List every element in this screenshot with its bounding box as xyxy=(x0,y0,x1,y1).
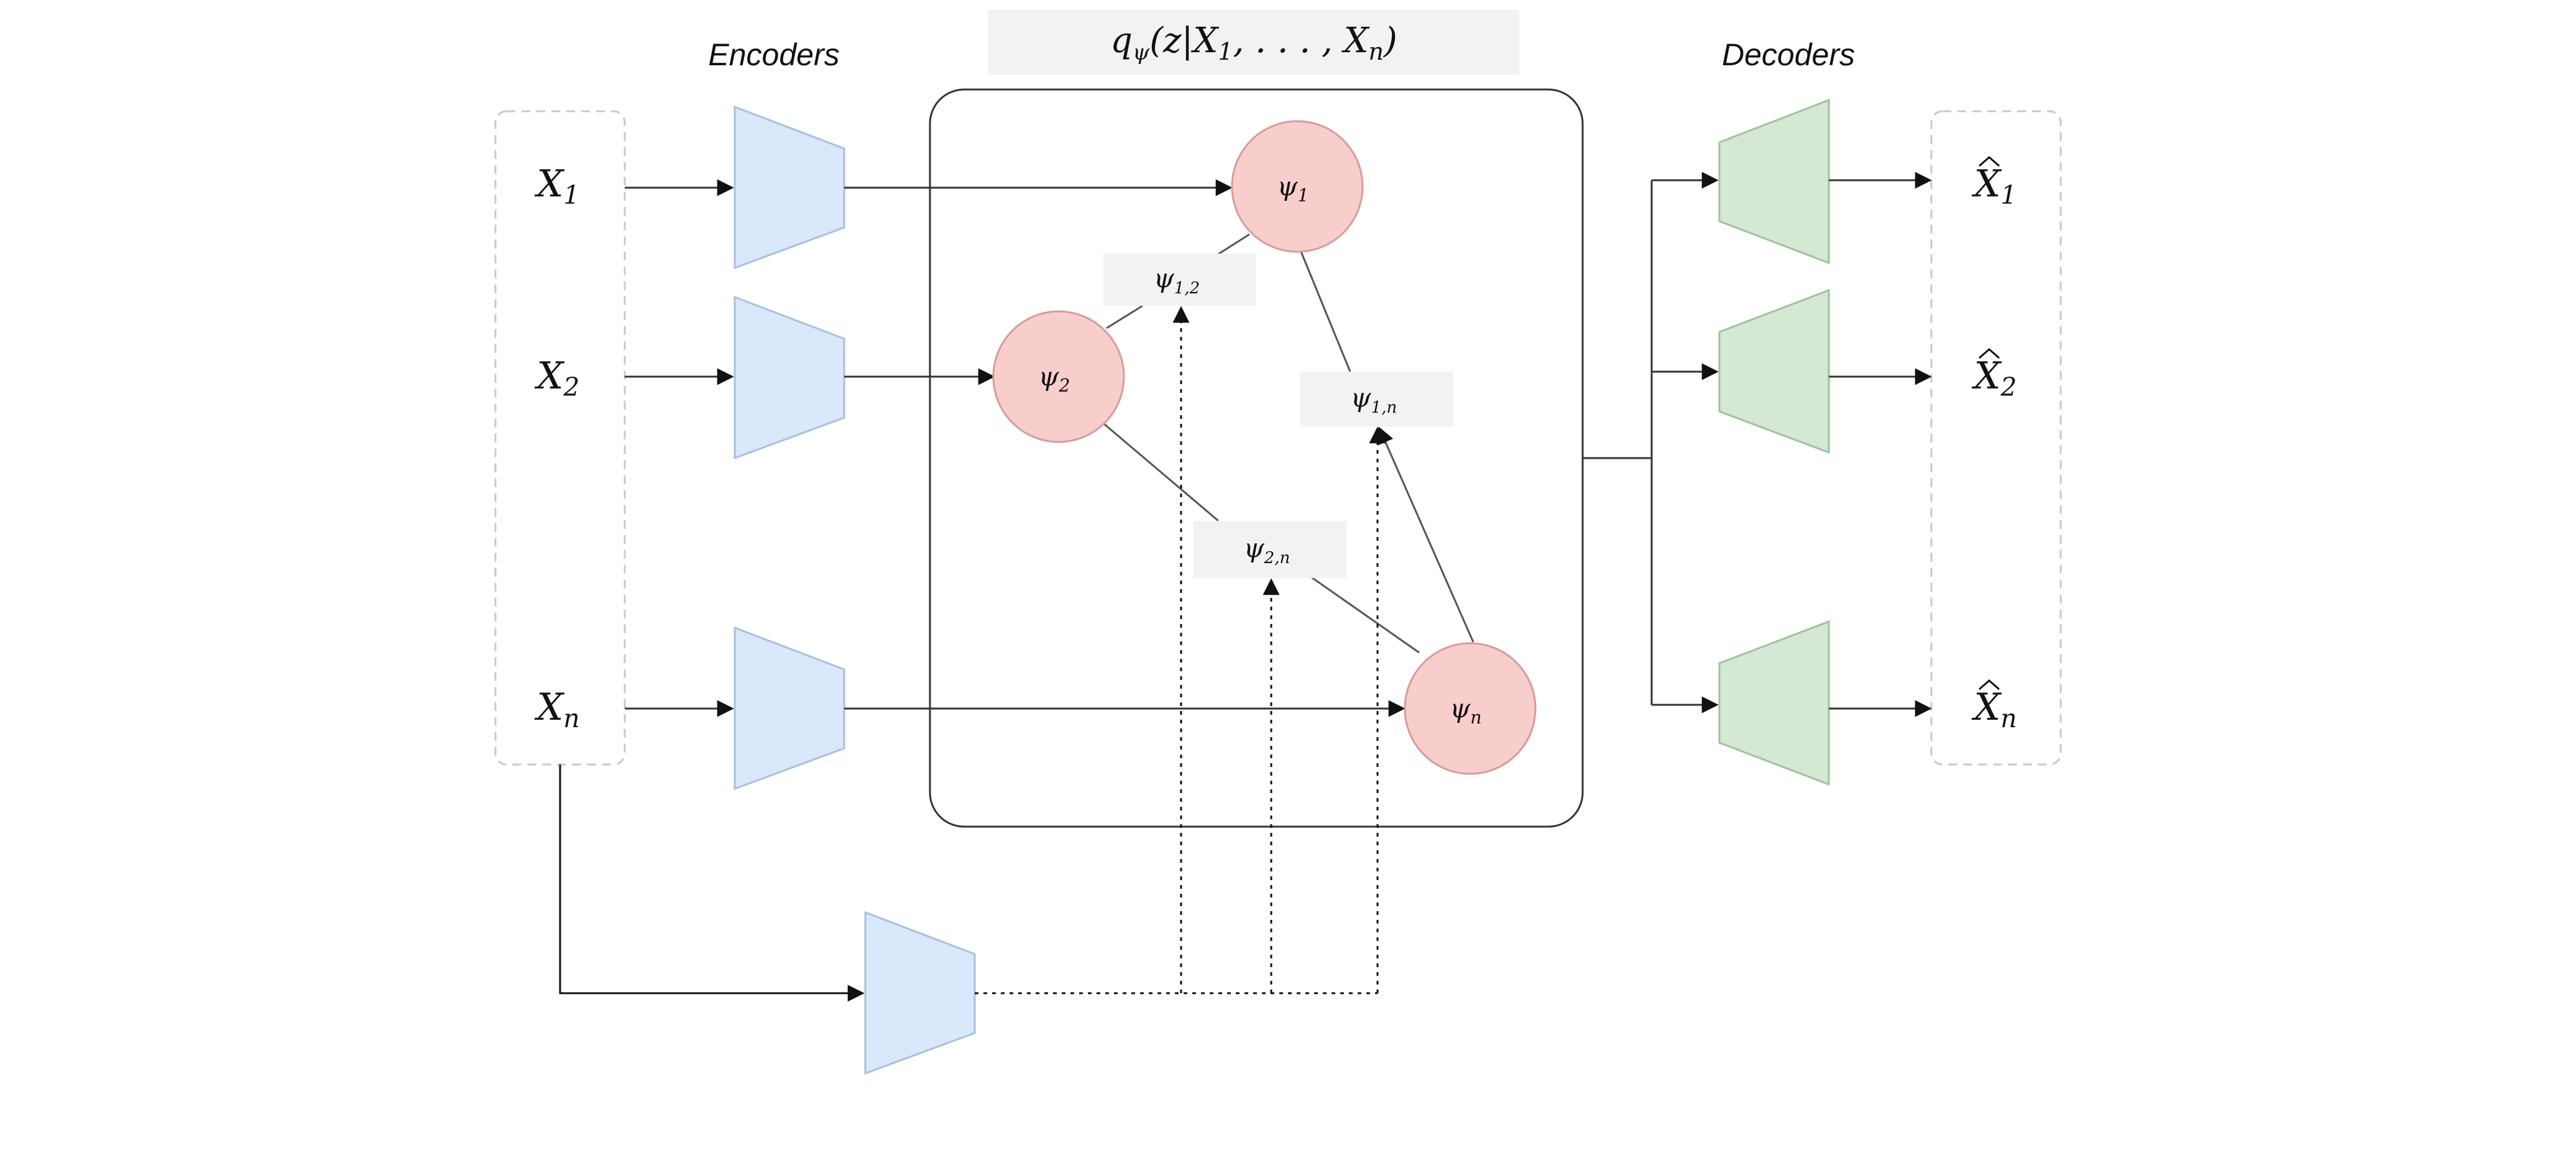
encoders-header: Encoders xyxy=(708,37,839,72)
output-xn: Xn xyxy=(1972,686,2017,733)
output-xn-hat xyxy=(1979,679,2000,691)
output-x1: X1 xyxy=(1972,162,2017,210)
edge-psi1-psi1n xyxy=(1300,251,1351,372)
decoder-1 xyxy=(1718,98,1830,265)
encoder-1 xyxy=(734,105,845,270)
node-psi1-label: ψ1 xyxy=(1277,171,1309,206)
output-x2-hat xyxy=(1979,348,2000,359)
input-x2: X2 xyxy=(535,354,580,402)
input-xn: Xn xyxy=(535,686,580,733)
encoder-2 xyxy=(734,295,845,460)
input-group xyxy=(494,110,626,766)
input-x1: X1 xyxy=(535,162,580,210)
edge-label-psi2n: ψ2,n xyxy=(1244,533,1290,567)
arrow-psin-psi1n xyxy=(1378,426,1474,643)
decoder-n xyxy=(1718,620,1830,786)
edge-label-psi1n: ψ1,n xyxy=(1351,382,1397,417)
node-psin-label: ψn xyxy=(1450,693,1481,728)
edge-psi1-psi12 xyxy=(1217,233,1250,256)
edge-label-box-psi1n xyxy=(1300,372,1453,426)
output-x1-hat xyxy=(1979,156,2000,167)
edge-label-box-psi12 xyxy=(1103,254,1256,306)
edge-label-psi12: ψ1,2 xyxy=(1154,263,1200,298)
edge-label-box-psi2n xyxy=(1194,521,1346,578)
posterior-title: qψ(z|X1, . . . , Xn) xyxy=(1110,21,1397,65)
arrow-xn-joint-encoder xyxy=(559,764,865,1002)
node-psi2 xyxy=(992,310,1125,443)
edge-psi2n-psin xyxy=(1305,572,1420,654)
output-group xyxy=(1930,110,2062,766)
edge-psi12-psi2 xyxy=(1106,305,1143,329)
node-psin xyxy=(1404,642,1537,775)
encoder-n xyxy=(734,626,845,791)
decoder-2 xyxy=(1718,288,1830,454)
encoder-joint xyxy=(864,911,976,1075)
node-psi1 xyxy=(1231,120,1364,253)
edge-psi2-psi2n xyxy=(1103,423,1219,522)
node-psi2-label: ψ2 xyxy=(1038,361,1070,396)
posterior-title-box xyxy=(988,10,1519,75)
output-x2: X2 xyxy=(1972,354,2017,402)
decoders-header: Decoders xyxy=(1722,37,1855,72)
